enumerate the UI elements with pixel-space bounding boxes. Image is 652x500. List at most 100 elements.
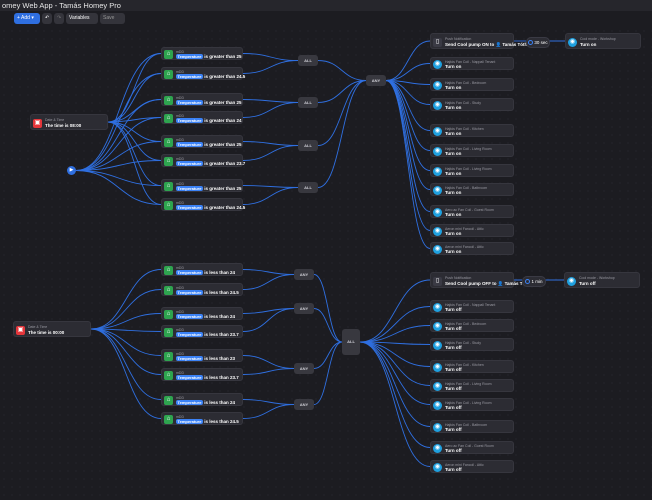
- temperature-condition-icon: ⌂: [164, 371, 173, 380]
- wire: [385, 40, 431, 81]
- logic-node[interactable]: ALL: [298, 140, 318, 151]
- card-subtitle: Hajtós Fan Coil - Study: [445, 100, 481, 105]
- condition-text: is greater than 25: [204, 142, 242, 147]
- temperature-tag: Temperature: [176, 118, 203, 123]
- card-subtitle: Hajtós Fan Coil - Nappali Tenant: [445, 302, 496, 307]
- temperature-condition-icon: ⌂: [164, 201, 173, 210]
- save-button[interactable]: Save: [100, 13, 125, 24]
- logic-node[interactable]: ANY: [294, 269, 314, 280]
- wire: [359, 341, 431, 467]
- card-subtitle: mDD: [176, 156, 184, 161]
- undo-button[interactable]: ↶: [42, 13, 52, 24]
- logic-node[interactable]: ANY: [294, 303, 314, 314]
- card-subtitle: Cool mode - Workshop: [579, 275, 615, 280]
- wire: [90, 289, 162, 330]
- logic-node[interactable]: ANY: [294, 399, 314, 410]
- clock-icon: [528, 39, 534, 45]
- logic-node[interactable]: ALL: [298, 182, 318, 193]
- wire: [242, 355, 295, 369]
- wire: [75, 117, 162, 171]
- add-button[interactable]: + Add ▾: [14, 13, 40, 24]
- variables-button[interactable]: Variables: [66, 13, 98, 24]
- clock-icon: [525, 278, 531, 284]
- card-title: The time is 08:00: [45, 122, 82, 128]
- redo-button[interactable]: ↷: [54, 13, 64, 24]
- toolbar: + Add ▾ ↶ ↷ Variables Save: [0, 11, 652, 27]
- temperature-condition-icon: ⌂: [164, 396, 173, 405]
- temperature-condition-icon: ⌂: [164, 266, 173, 275]
- card-subtitle: mDD: [176, 395, 184, 400]
- wire: [90, 328, 162, 419]
- card-title: Temperature is less than 23.7: [176, 375, 239, 380]
- logic-node[interactable]: ALL: [298, 97, 318, 108]
- card-subtitle: Push Notification: [445, 36, 472, 41]
- card-subtitle: Date & Time: [45, 117, 65, 122]
- temperature-condition-icon: ⌂: [164, 138, 173, 147]
- card-title: Turn off: [445, 448, 462, 453]
- delay-node[interactable]: 30 sec: [526, 36, 550, 48]
- card-subtitle: Aero ac Fan Coil - Guest Room: [445, 207, 494, 212]
- wire: [359, 341, 431, 386]
- wire: [75, 170, 162, 205]
- card-subtitle: mDD: [176, 181, 184, 186]
- wire: [242, 187, 299, 205]
- logic-node[interactable]: ALL: [342, 329, 360, 355]
- delay-node[interactable]: 1 min: [522, 275, 546, 287]
- start-flow-button[interactable]: ▶: [67, 166, 76, 175]
- card-title: Temperature is less than 24.5: [176, 419, 239, 424]
- window-title: omey Web App - Tamás Homey Pro: [0, 0, 652, 11]
- wire: [242, 60, 299, 74]
- logic-node[interactable]: ALL: [298, 55, 318, 66]
- logic-node[interactable]: ANY: [366, 75, 386, 86]
- card-title: Turn off: [445, 345, 462, 350]
- wire: [317, 60, 367, 81]
- card-subtitle: Hajtós Fan Coil - Living Room: [445, 166, 492, 171]
- card-title: Temperature is greater than 23.7: [176, 161, 245, 166]
- temperature-condition-icon: ⌂: [164, 157, 173, 166]
- wire: [242, 141, 299, 146]
- logic-node[interactable]: ANY: [294, 363, 314, 374]
